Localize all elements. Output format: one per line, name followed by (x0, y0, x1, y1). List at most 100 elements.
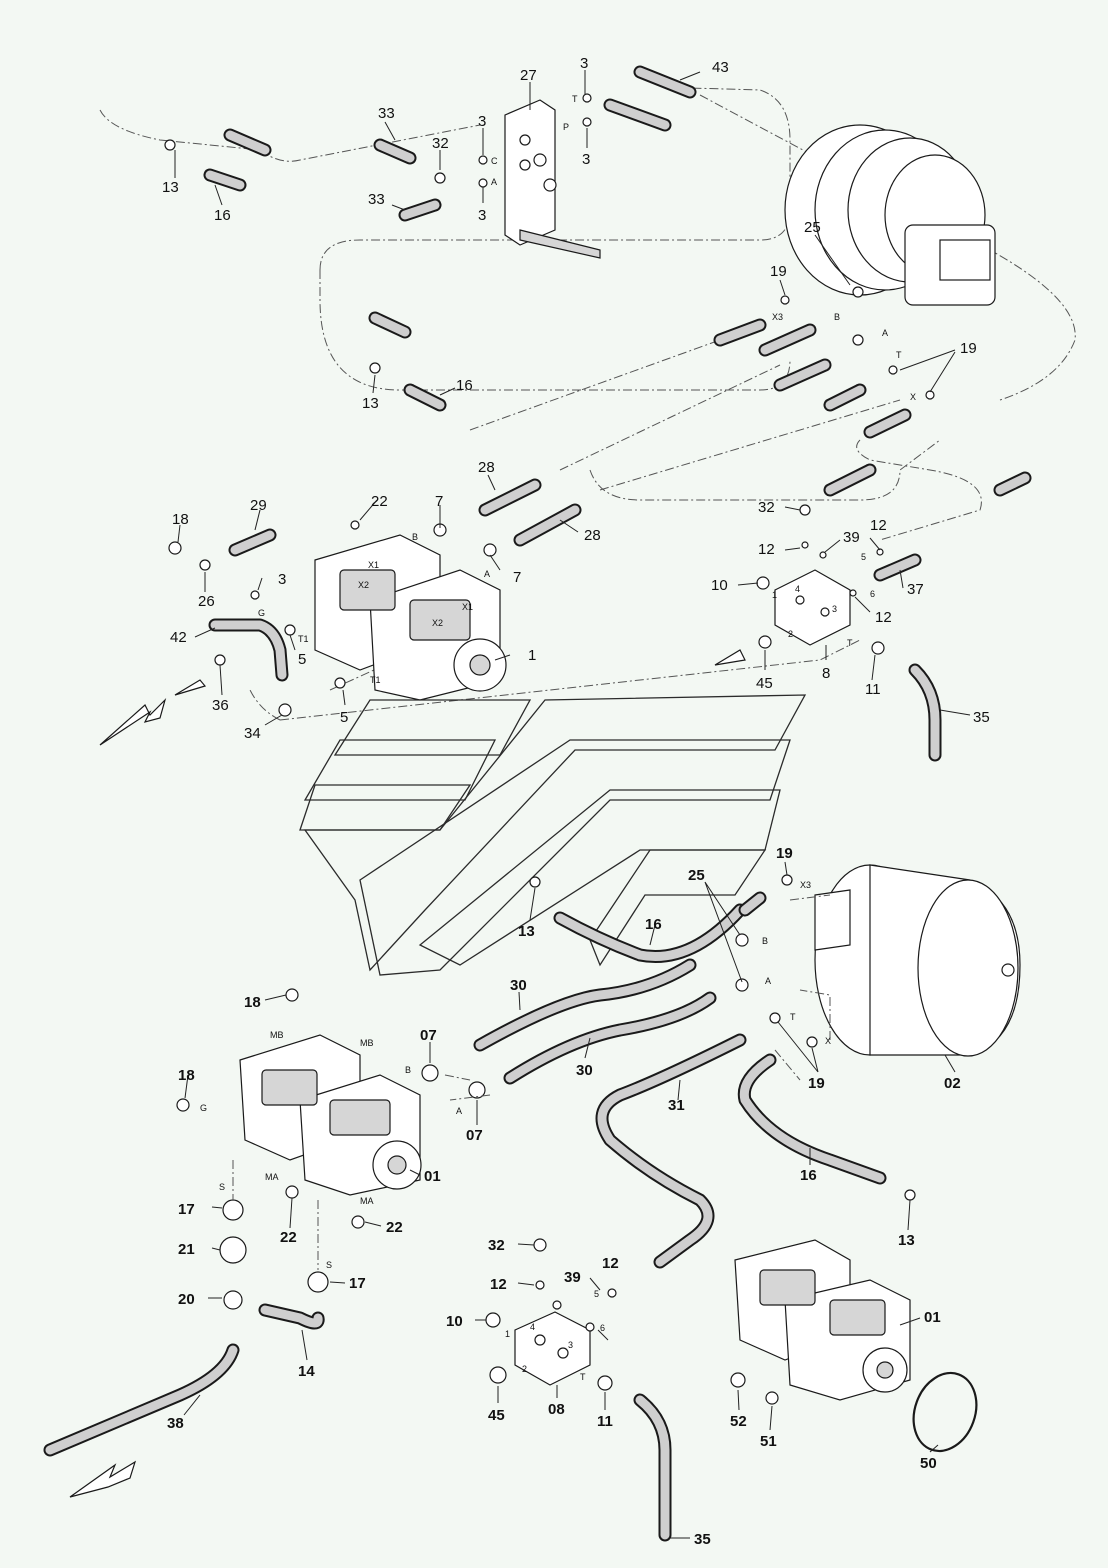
leader-lines-bottom (183, 861, 956, 1539)
routing-lines-bottom (232, 894, 831, 1270)
callout: 20 (178, 1291, 195, 1308)
port-label: X2 (432, 618, 443, 628)
port-label: 6 (600, 1323, 605, 1333)
callout: 22 (280, 1229, 297, 1246)
port-label: T (572, 94, 578, 104)
port-label: 5 (594, 1289, 599, 1299)
callout: 52 (730, 1413, 747, 1430)
callout: 33 (378, 105, 395, 122)
callout: 28 (584, 527, 601, 544)
port-label: P (563, 122, 569, 132)
callout: 3 (478, 207, 486, 224)
port-label: MB (360, 1038, 374, 1048)
callout: 38 (167, 1415, 184, 1432)
callout: 13 (362, 395, 379, 412)
callout: 31 (668, 1097, 685, 1114)
port-label: B (762, 936, 768, 946)
routing-line (699, 94, 1076, 401)
callout: 33 (368, 191, 385, 208)
port-label: 3 (568, 1340, 573, 1350)
routing-line (319, 87, 791, 271)
callout: 12 (602, 1255, 619, 1272)
port-label: B (405, 1065, 411, 1075)
port-label: 3 (832, 604, 837, 614)
port-label: 2 (788, 629, 793, 639)
routing-line (856, 439, 982, 541)
callout: 45 (488, 1407, 505, 1424)
callout: 19 (776, 845, 793, 862)
callout: 18 (178, 1067, 195, 1084)
callout: 16 (456, 377, 473, 394)
port-label: X1 (368, 560, 379, 570)
callout: 26 (198, 593, 215, 610)
callout: 1 (528, 647, 536, 664)
callout: 27 (520, 67, 537, 84)
callout: 34 (244, 725, 261, 742)
port-label: MB (270, 1030, 284, 1040)
port-labels-bottom: X3 B A T X MB MB B A G MA MA S S 5 6 4 3… (200, 880, 831, 1382)
hoses-bottom (43, 891, 887, 1542)
port-label: X (910, 392, 916, 402)
callout: 19 (808, 1075, 825, 1092)
callout: 3 (478, 113, 486, 130)
callout: 17 (178, 1201, 195, 1218)
callout: 35 (694, 1531, 711, 1548)
port-label: T (896, 350, 902, 360)
callout: 08 (548, 1401, 565, 1418)
fittings-bottom (176, 874, 916, 1405)
callout: 5 (340, 709, 348, 726)
port-label: T (847, 638, 853, 648)
port-label: MA (360, 1196, 374, 1206)
callout: 7 (435, 493, 443, 510)
callout: 50 (920, 1455, 937, 1472)
port-label: X2 (358, 580, 369, 590)
callout: 10 (446, 1313, 463, 1330)
callout: 32 (432, 135, 449, 152)
port-label: 6 (870, 589, 875, 599)
port-label: A (491, 177, 497, 187)
callout: 39 (843, 529, 860, 546)
port-label: B (834, 312, 840, 322)
callout: 18 (172, 511, 189, 528)
port-label: MA (265, 1172, 279, 1182)
callout: 12 (758, 541, 775, 558)
callout: 3 (582, 151, 590, 168)
callout: 25 (688, 867, 705, 884)
port-label: 2 (522, 1364, 527, 1374)
bottom-view: 19 25 16 13 30 30 18 07 07 18 31 19 02 0… (43, 845, 1021, 1548)
port-label: S (326, 1260, 332, 1270)
fittings-top (164, 93, 935, 717)
port-label: 1 (772, 590, 777, 600)
travel-motor-02 (814, 864, 1021, 1057)
port-label: T (790, 1012, 796, 1022)
callout: 18 (244, 994, 261, 1011)
port-label: T1 (298, 634, 309, 644)
callout: 36 (212, 697, 229, 714)
callout: 51 (760, 1433, 777, 1450)
callout: 32 (488, 1237, 505, 1254)
callout: 3 (580, 55, 588, 72)
callout: 35 (973, 709, 990, 726)
callout: 12 (870, 517, 887, 534)
port-label: A (484, 569, 490, 579)
callout: 12 (875, 609, 892, 626)
port-label: X3 (772, 312, 783, 322)
valve-block-08 (514, 1311, 591, 1386)
port-label: T (580, 1372, 586, 1382)
callout: 11 (865, 681, 881, 698)
callout: 7 (513, 569, 521, 586)
callout: 39 (564, 1269, 581, 1286)
callout: 16 (214, 207, 231, 224)
callout: 13 (518, 923, 535, 940)
pump-assembly-01 (239, 1034, 422, 1196)
callout: 16 (800, 1167, 817, 1184)
callout: 28 (478, 459, 495, 476)
callout: 13 (898, 1232, 915, 1249)
port-label: S (219, 1182, 225, 1192)
callout: 07 (466, 1127, 483, 1144)
callout: 19 (960, 340, 977, 357)
callout: 8 (822, 665, 830, 682)
callout: 29 (250, 497, 267, 514)
pump-assembly-top (314, 534, 507, 701)
